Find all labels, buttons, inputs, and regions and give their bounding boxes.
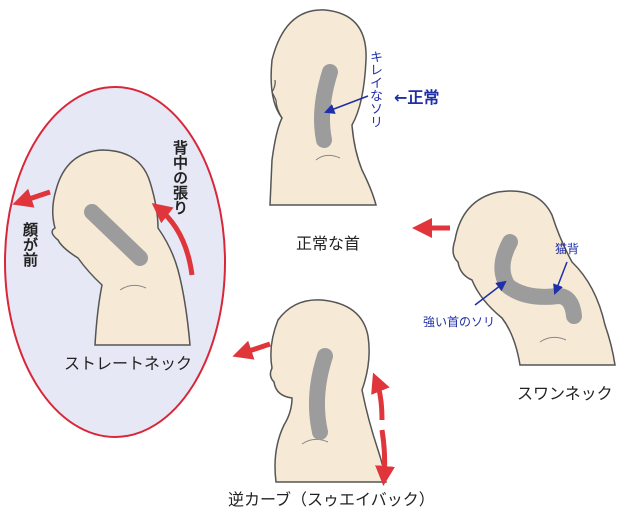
back-tension-arrow	[151, 203, 195, 276]
reverse-up-arrow	[371, 372, 390, 421]
swan-spine	[494, 234, 582, 324]
normal-spine	[314, 64, 338, 148]
normal-curve-label: キレイなソリ	[367, 50, 382, 128]
back-tension-label: 背中の張り	[171, 140, 189, 215]
face-forward-arrow	[12, 188, 51, 208]
face-forward-label: 顔が前	[21, 222, 39, 267]
swan-neck-figure	[412, 190, 616, 366]
reverse-forward-arrow	[232, 340, 271, 360]
reverse-curve-caption: 逆カーブ（スゥエイバック）	[228, 490, 435, 509]
reverse-down-arrow	[375, 429, 396, 486]
cat-back-pointer	[553, 261, 568, 295]
normal-neck-figure	[269, 9, 377, 206]
straight-spine	[84, 204, 148, 266]
normal-neck-caption: 正常な首	[296, 234, 361, 253]
straight-neck-caption: ストレートネック	[64, 354, 193, 373]
straight-neck-figure	[12, 149, 195, 346]
normal-mark-label: ←正常	[394, 88, 440, 107]
neck-curve-pointer	[474, 280, 507, 306]
normal-curve-pointer	[324, 95, 369, 114]
cat-back-label: 猫背	[555, 242, 580, 256]
swan-neck-caption: スワンネック	[517, 384, 613, 403]
reverse-spine	[309, 348, 333, 440]
strong-curve-label: 強い首のソリ	[423, 315, 496, 329]
reverse-curve-figure	[232, 299, 396, 486]
